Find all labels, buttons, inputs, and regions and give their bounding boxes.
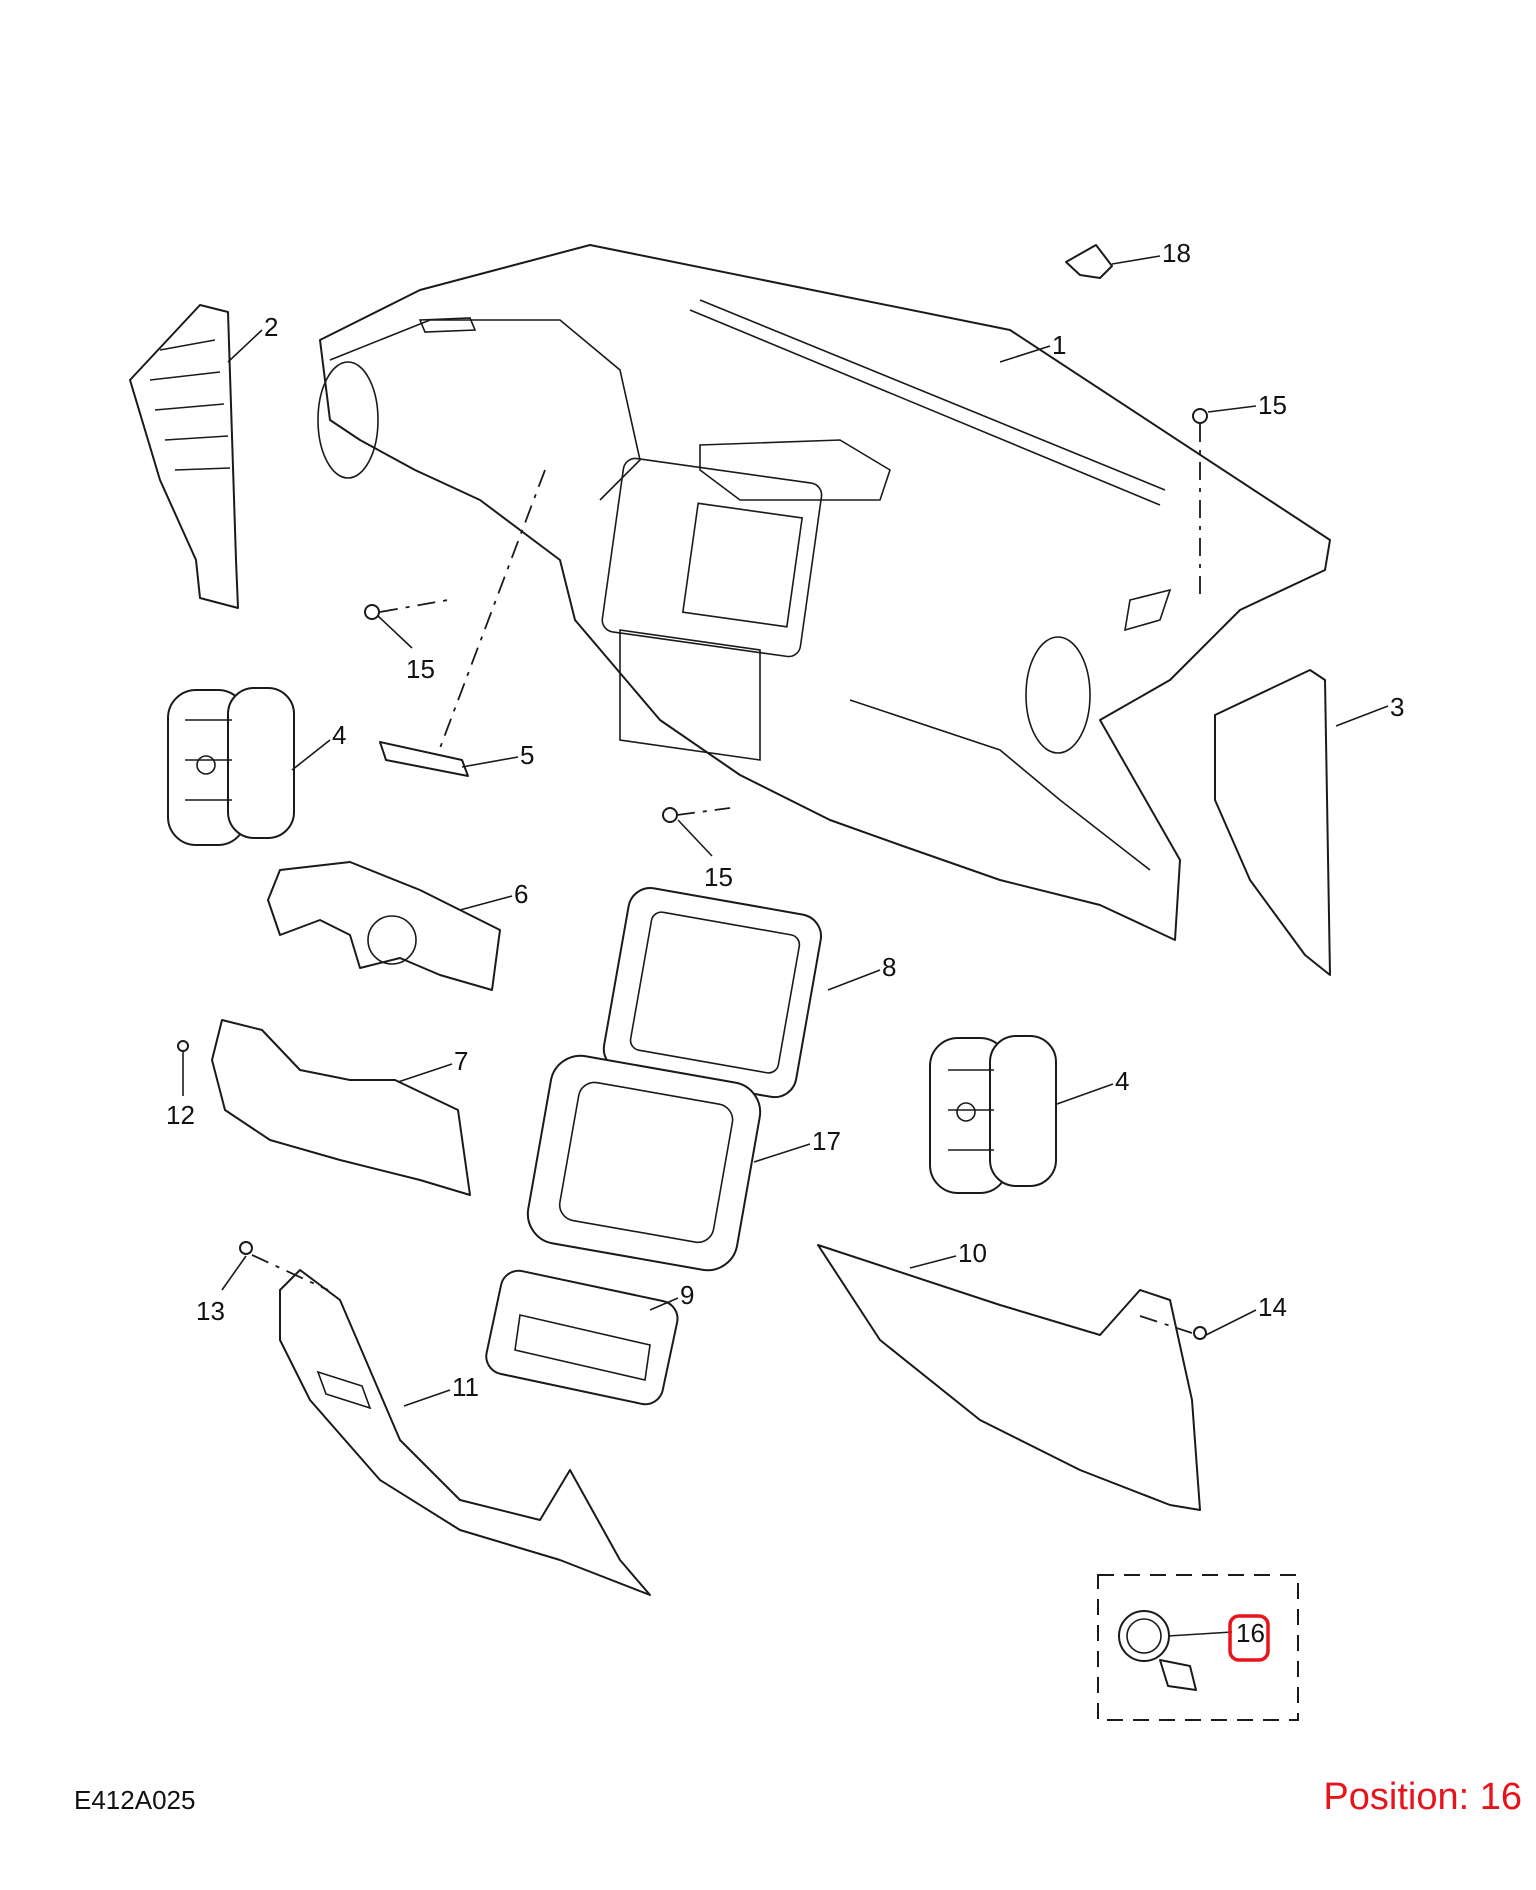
screw-15-left — [364, 604, 380, 620]
callout-9: 9 — [680, 1280, 694, 1310]
highlight-marker — [1228, 1614, 1270, 1662]
assembly-lines — [251, 424, 1201, 1334]
callout-11: 11 — [452, 1372, 479, 1402]
part-17-lower-bezel — [526, 1054, 762, 1272]
part-10-glove-box — [817, 1244, 1201, 1511]
callout-6: 6 — [514, 879, 528, 909]
part-7-lower-shroud — [211, 1019, 471, 1196]
screw-14 — [1193, 1326, 1207, 1340]
callout-4-right: 4 — [1115, 1066, 1129, 1096]
callout-8: 8 — [882, 952, 896, 982]
screw-15-center — [662, 807, 678, 823]
diagram-code: E412A025 — [74, 1785, 196, 1815]
part-9-climate-bezel — [485, 1269, 679, 1406]
leader-lines — [182, 255, 1389, 1637]
part-3-end-cap — [1214, 669, 1331, 976]
part-6-upper-shroud — [267, 861, 501, 991]
screw-12 — [177, 1040, 189, 1052]
screw-15-top — [1192, 408, 1208, 424]
callout-13: 13 — [196, 1296, 225, 1326]
part-18-clip — [1065, 244, 1113, 279]
part-4-air-vent-right — [929, 1035, 1057, 1194]
callout-7: 7 — [454, 1046, 468, 1076]
callout-15-top: 15 — [1258, 390, 1287, 420]
position-label: Position: 16 — [1323, 1776, 1522, 1818]
part-11-knee-bolster — [279, 1269, 651, 1596]
callout-2: 2 — [264, 312, 278, 342]
callout-15-center: 15 — [704, 862, 733, 892]
callout-4-left: 4 — [332, 720, 346, 750]
part-1-dashboard — [317, 244, 1331, 941]
part-2-side-bracket — [129, 304, 239, 609]
callout-5: 5 — [520, 740, 534, 770]
callout-3: 3 — [1390, 692, 1404, 722]
part-4-air-vent-left — [167, 687, 295, 846]
callout-labels: 1 2 3 4 4 5 6 7 8 9 10 11 12 13 14 15 15… — [166, 238, 1404, 1648]
callout-16: 16 — [1236, 1618, 1265, 1648]
part-5-bracket — [379, 741, 469, 777]
callout-1: 1 — [1052, 330, 1066, 360]
callout-15-left: 15 — [406, 654, 435, 684]
fasteners — [177, 408, 1208, 1340]
part-16-start-button — [1097, 1574, 1299, 1721]
callout-17: 17 — [812, 1126, 841, 1156]
callout-14: 14 — [1258, 1292, 1287, 1322]
detail-box — [1097, 1574, 1299, 1721]
callout-12: 12 — [166, 1100, 195, 1130]
screw-13 — [239, 1241, 253, 1255]
callout-18: 18 — [1162, 238, 1191, 268]
callout-10: 10 — [958, 1238, 987, 1268]
